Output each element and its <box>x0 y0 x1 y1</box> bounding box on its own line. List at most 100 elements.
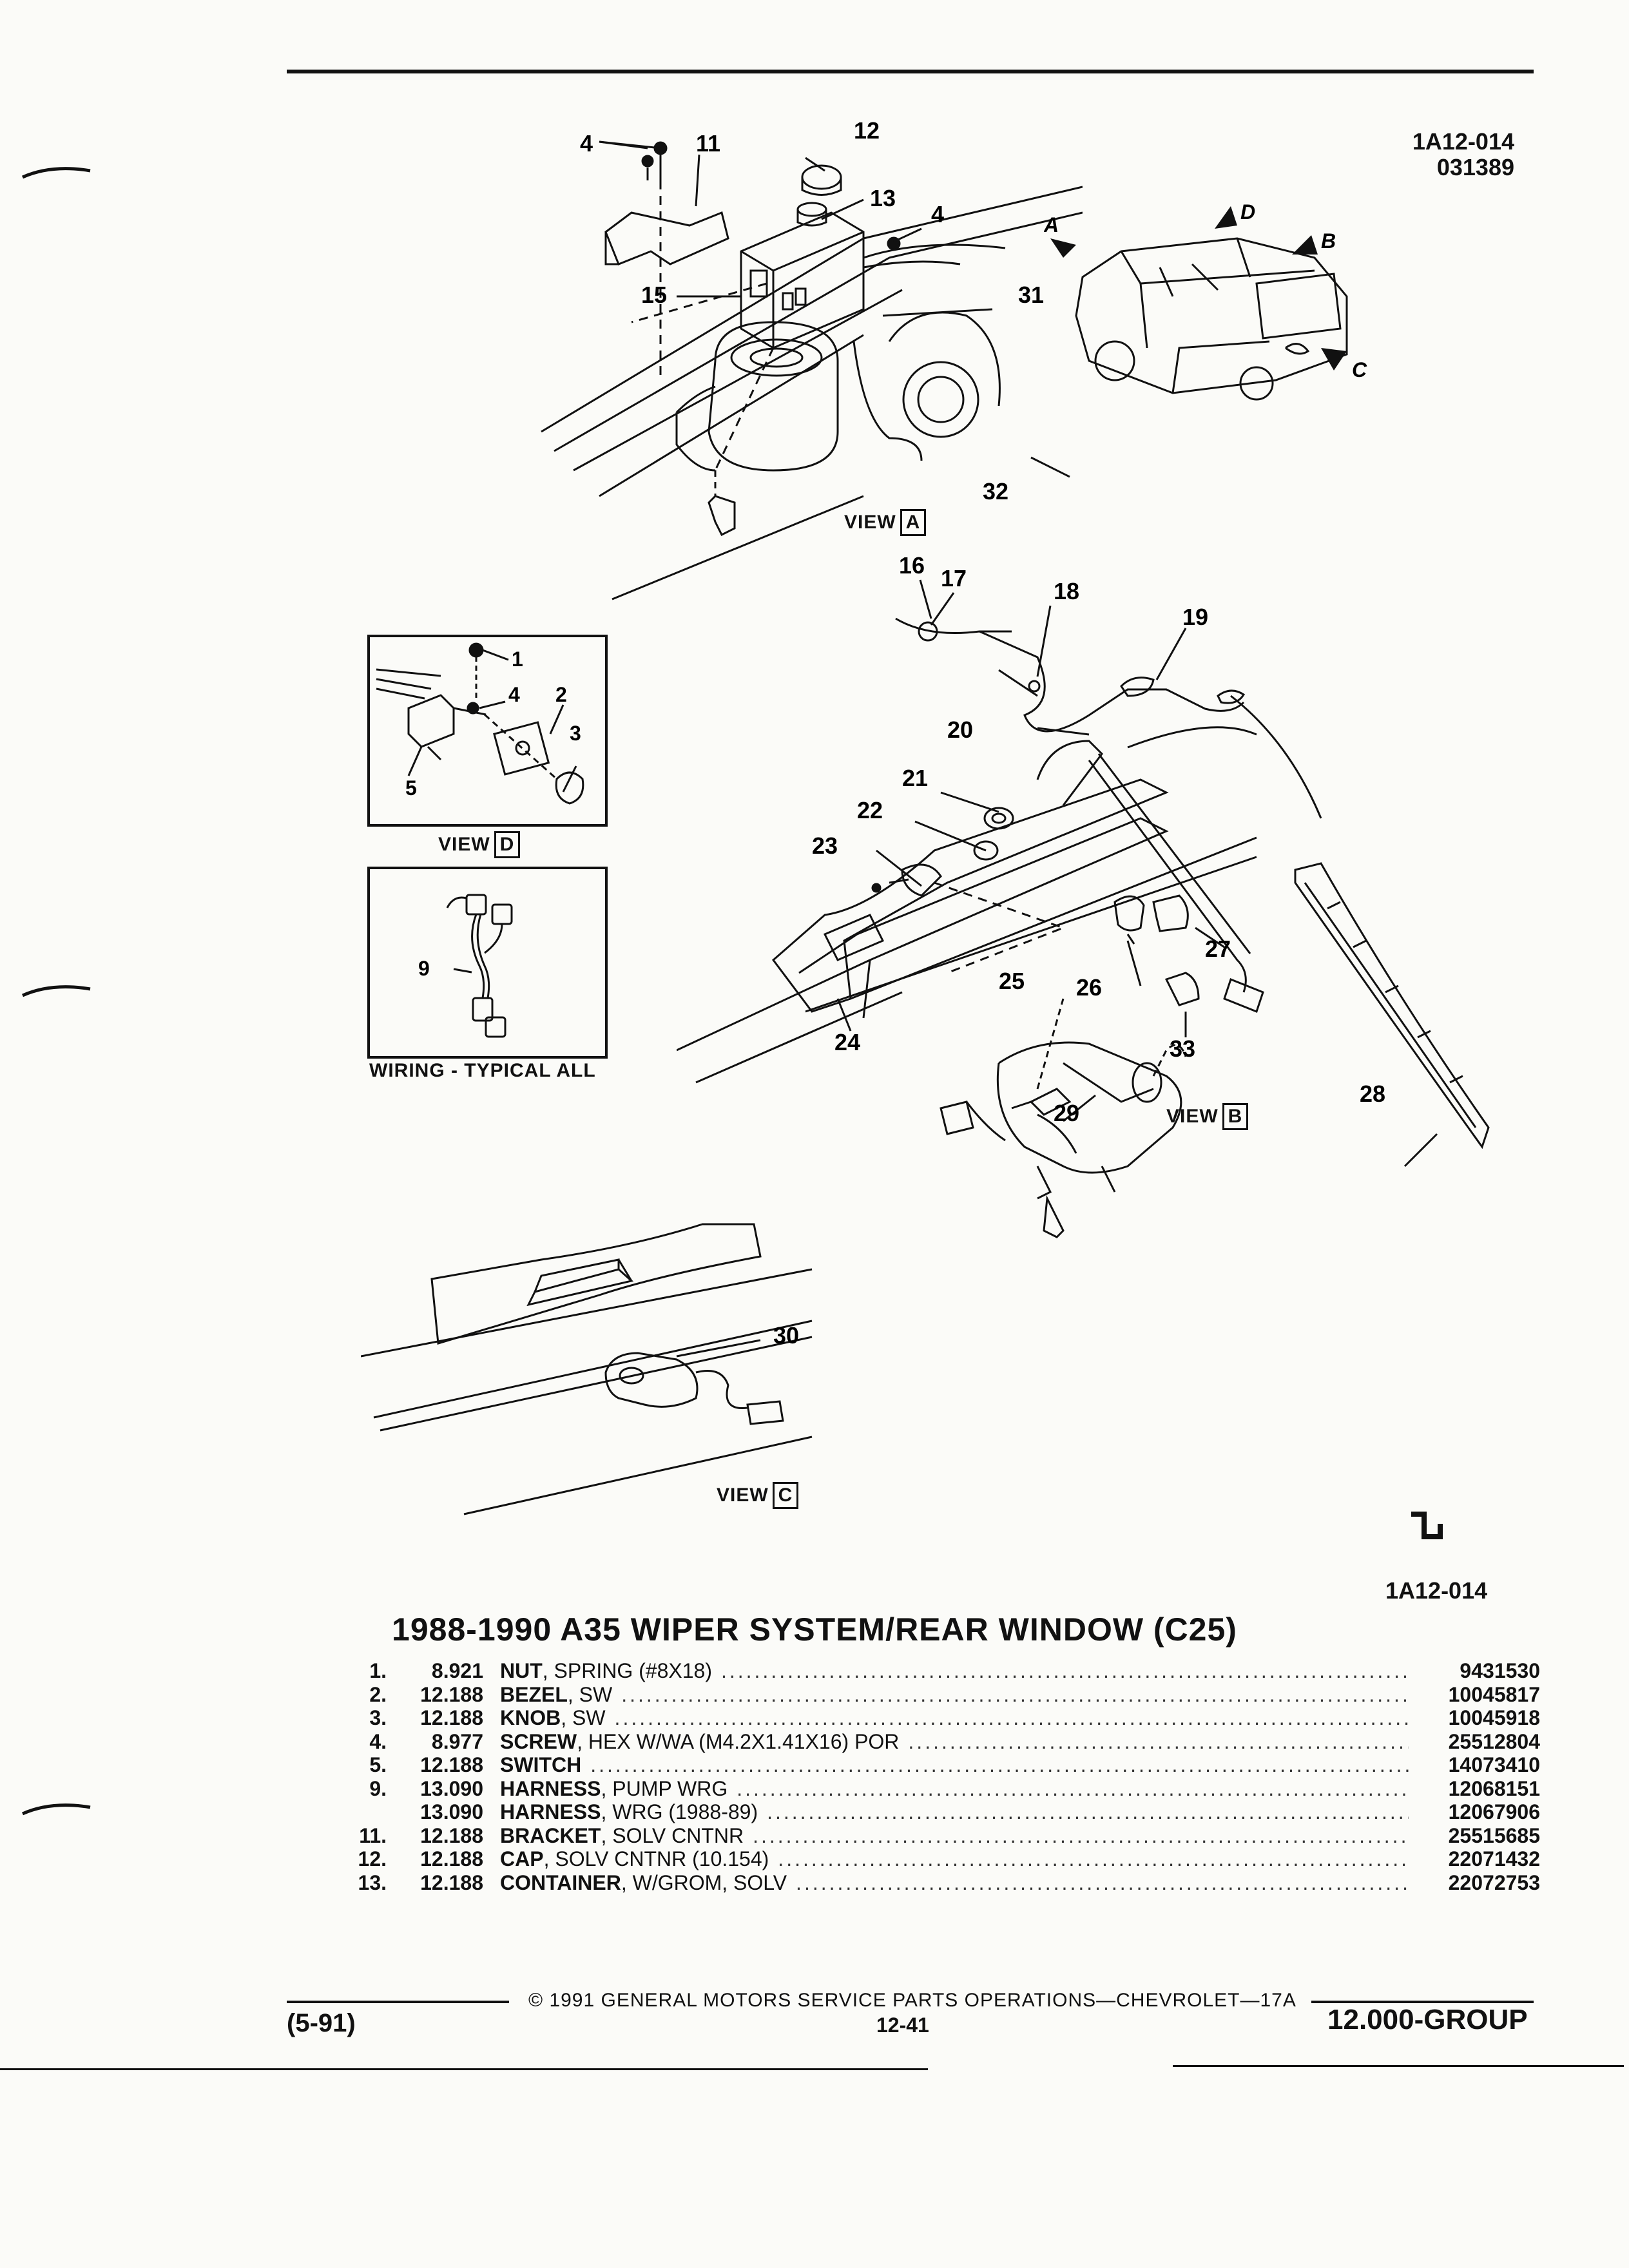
part-number: 22072753 <box>1448 1870 1540 1894</box>
part-name: NUT <box>500 1659 543 1682</box>
parts-row: 5. 12.188 SWITCH 14073410 <box>335 1753 1540 1777</box>
callout-5: 5 <box>405 776 417 800</box>
callout-31: 31 <box>1018 282 1044 308</box>
callout-2: 2 <box>555 683 567 706</box>
callout-1: 1 <box>512 648 523 671</box>
callout-25: 25 <box>999 968 1025 994</box>
part-group-number: 12.188 <box>420 1870 483 1894</box>
part-number: 9431530 <box>1460 1659 1540 1682</box>
part-name: HARNESS <box>500 1776 601 1800</box>
part-number: 10045817 <box>1448 1682 1540 1706</box>
callout-18: 18 <box>1054 578 1079 604</box>
leader-dots <box>621 1683 1409 1707</box>
view-c-letter: C <box>772 1482 799 1509</box>
part-line-number: 4. <box>369 1729 387 1753</box>
part-description: , WRG (1988-89) <box>601 1800 758 1823</box>
callout-4b: 4 <box>931 201 944 227</box>
bottom-rule-left <box>0 2068 928 2070</box>
view-word: VIEW <box>1166 1106 1219 1127</box>
part-group-number: 12.188 <box>420 1706 483 1729</box>
part-line-number: 11. <box>359 1823 387 1847</box>
arrow-label-c: C <box>1352 358 1367 381</box>
part-name: SWITCH <box>500 1753 582 1776</box>
part-group-number: 13.090 <box>420 1800 483 1823</box>
part-number: 14073410 <box>1448 1753 1540 1776</box>
leader-dots <box>721 1659 1409 1683</box>
callout-32: 32 <box>983 478 1008 505</box>
part-line-number: 3. <box>369 1706 387 1729</box>
leader-dots <box>737 1777 1409 1801</box>
callout-16: 16 <box>899 552 925 579</box>
part-line-number: 2. <box>369 1682 387 1706</box>
part-line-number: 1. <box>369 1659 387 1682</box>
reference-code: 1A12-014 031389 <box>1340 129 1514 180</box>
bottom-rule-right <box>1173 2065 1624 2067</box>
part-description: , SOLV CNTNR <box>601 1823 744 1847</box>
footer-page-number: 12-41 <box>876 2013 929 2037</box>
view-d-box <box>367 635 608 827</box>
callout-27: 27 <box>1205 936 1231 962</box>
part-name: HARNESS <box>500 1800 601 1823</box>
arrow-label-a: A <box>1044 213 1059 236</box>
view-b-drawing: 16 17 18 19 20 21 22 23 24 25 26 27 33 2… <box>677 552 1490 1238</box>
footer-date: (5-91) <box>287 2009 356 2037</box>
part-number: 10045918 <box>1448 1706 1540 1729</box>
footer-rule-left <box>287 2001 509 2003</box>
callout-30: 30 <box>773 1322 799 1349</box>
part-description: , SOLV CNTNR (10.154) <box>543 1847 769 1870</box>
part-description: , PUMP WRG <box>601 1776 728 1800</box>
callout-4c: 4 <box>508 683 520 706</box>
callout-20: 20 <box>947 716 973 743</box>
callout-22: 22 <box>857 797 883 823</box>
part-number: 22071432 <box>1448 1847 1540 1870</box>
leader-dots <box>908 1730 1409 1754</box>
callout-15: 15 <box>641 282 667 308</box>
part-name: CONTAINER <box>500 1870 621 1894</box>
parts-row: 13. 12.188 CONTAINER, W/GROM, SOLV 22072753 <box>335 1871 1540 1895</box>
arrow-label-b: B <box>1321 229 1336 253</box>
view-word: VIEW <box>717 1485 769 1506</box>
view-d-letter: D <box>494 831 521 858</box>
part-number: 25515685 <box>1448 1823 1540 1847</box>
callout-4a: 4 <box>580 130 593 157</box>
callout-24: 24 <box>834 1029 860 1055</box>
callout-33: 33 <box>1170 1035 1195 1062</box>
callout-9: 9 <box>418 957 430 980</box>
ref-code: 1A12-014 <box>1412 128 1514 155</box>
part-group-number: 12.188 <box>420 1682 483 1706</box>
part-line-number: 13. <box>358 1870 387 1894</box>
part-description: , SPRING (#8X18) <box>542 1659 712 1682</box>
part-description: , SW <box>561 1706 606 1729</box>
view-word: VIEW <box>438 834 490 855</box>
leader-dots <box>615 1706 1409 1730</box>
view-b-letter: B <box>1222 1103 1249 1130</box>
page-title: 1988-1990 A35 WIPER SYSTEM/REAR WINDOW (… <box>392 1611 1237 1648</box>
part-name: SCREW <box>500 1729 577 1753</box>
wiring-box <box>367 867 608 1059</box>
callout-29: 29 <box>1054 1100 1079 1126</box>
header-rule <box>287 70 1534 73</box>
part-description: , W/GROM, SOLV <box>621 1870 787 1894</box>
leader-dots <box>753 1824 1409 1848</box>
callout-13: 13 <box>870 185 896 211</box>
callout-28: 28 <box>1360 1081 1385 1107</box>
car-locator-drawing: A D B C <box>1044 200 1367 401</box>
callout-12: 12 <box>854 117 880 144</box>
part-group-number: 12.188 <box>420 1753 483 1776</box>
callout-23: 23 <box>812 832 838 859</box>
part-line-number: 5. <box>369 1753 387 1776</box>
part-number: 12067906 <box>1448 1800 1540 1823</box>
view-c-drawing: 30 <box>361 1223 813 1515</box>
part-description: , SW <box>567 1682 613 1706</box>
leader-dots <box>590 1753 1409 1777</box>
